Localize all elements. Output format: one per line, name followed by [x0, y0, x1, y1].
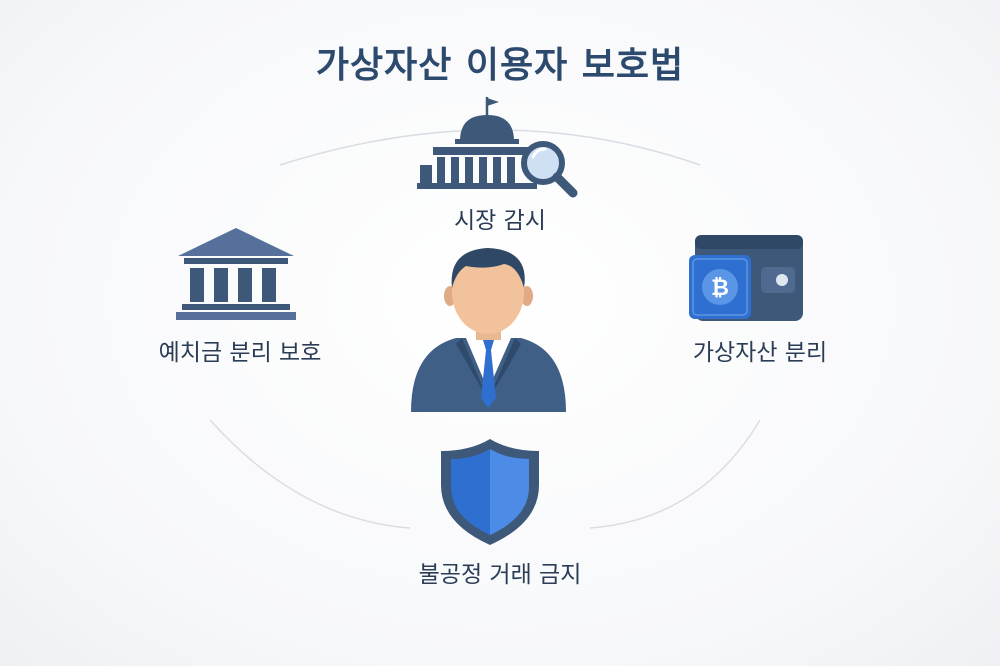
title: 가상자산 이용자 보호법: [315, 45, 685, 86]
business-person-icon: [411, 248, 566, 412]
unfair-trading-ban-label: 불공정 거래 금지: [418, 562, 582, 588]
government-building-magnifier-icon: [417, 97, 578, 198]
deposit-protection-label: 예치금 분리 보호: [158, 340, 322, 366]
bank-icon: [176, 228, 296, 320]
asset-segregation-label: 가상자산 분리: [692, 340, 828, 366]
svg-text:₿: ₿: [711, 276, 729, 301]
market-surveillance-label: 시장 감시: [454, 208, 546, 234]
bitcoin-wallet-icon: ₿: [689, 235, 803, 321]
shield-icon: [441, 439, 539, 545]
